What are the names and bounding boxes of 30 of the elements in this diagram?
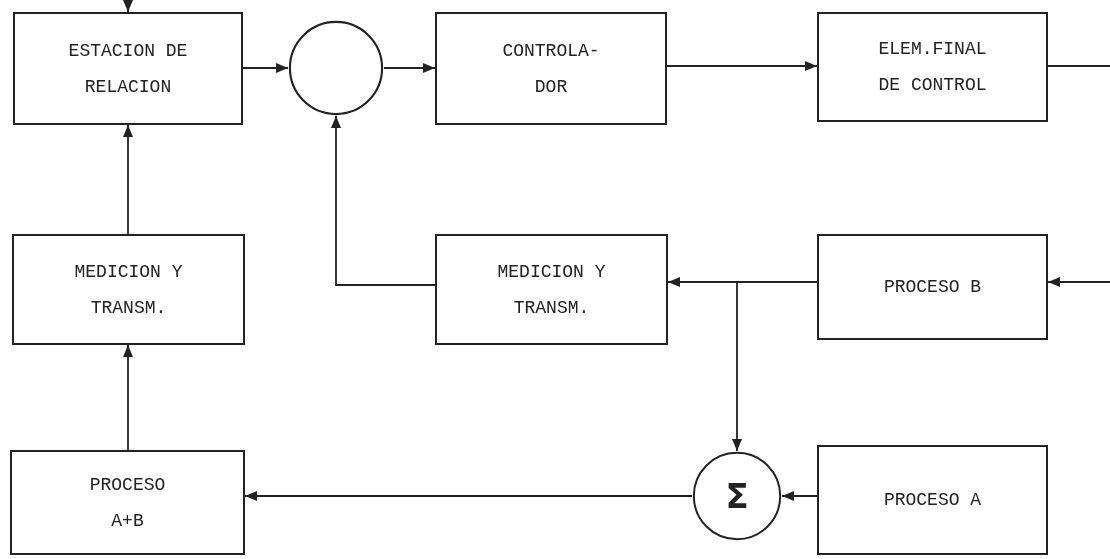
arrow bbox=[242, 63, 289, 73]
summing-junction-circle bbox=[288, 20, 384, 116]
box-label: PROCESO B bbox=[882, 276, 983, 299]
arrow bbox=[732, 281, 818, 452]
process-box bbox=[12, 234, 245, 345]
box-label: PROCESO A+B bbox=[88, 473, 167, 533]
arrow bbox=[244, 491, 693, 501]
arrow bbox=[1047, 277, 1110, 287]
arrow bbox=[781, 491, 818, 501]
arrow bbox=[666, 61, 818, 71]
arrow bbox=[123, 124, 133, 235]
arrow bbox=[331, 115, 436, 286]
summing-junction-circle bbox=[692, 451, 782, 541]
process-box bbox=[817, 445, 1048, 555]
process-box bbox=[817, 234, 1048, 340]
process-box bbox=[435, 234, 668, 345]
box-label: PROCESO A bbox=[882, 489, 983, 512]
box-label: ELEM.FINAL DE CONTROL bbox=[877, 38, 988, 97]
sum-symbol: Σ bbox=[725, 476, 749, 516]
arrow bbox=[123, 0, 133, 13]
box-label: ESTACION DE RELACION bbox=[67, 39, 189, 99]
arrow bbox=[123, 344, 133, 451]
box-label: MEDICION Y TRANSM. bbox=[73, 260, 184, 320]
box-label: CONTROLA- DOR bbox=[501, 39, 601, 99]
process-box bbox=[817, 12, 1048, 122]
process-box bbox=[13, 12, 243, 125]
box-label: MEDICION Y TRANSM. bbox=[496, 260, 607, 320]
process-box bbox=[435, 12, 667, 125]
process-box bbox=[10, 450, 245, 555]
arrow bbox=[383, 63, 436, 73]
